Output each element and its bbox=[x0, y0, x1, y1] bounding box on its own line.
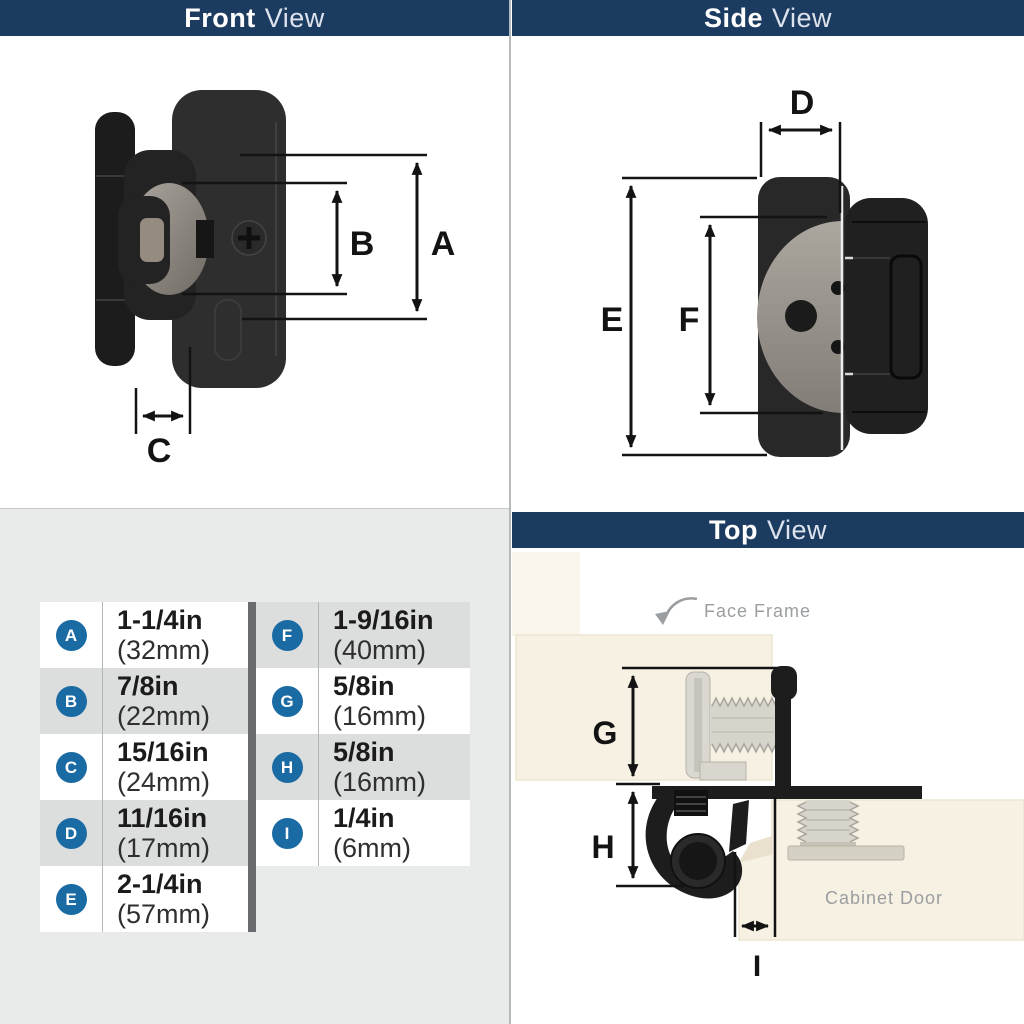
table-row-h: H 5/8in(16mm) bbox=[256, 734, 470, 800]
door-wing-bar bbox=[652, 786, 922, 799]
dim-badge-h: H bbox=[271, 751, 303, 783]
value-mm: (17mm) bbox=[117, 833, 210, 863]
dim-badge-i: I bbox=[271, 817, 303, 849]
dim-label-h: H bbox=[591, 829, 614, 865]
value-mm: (22mm) bbox=[117, 701, 210, 731]
table-row-b: B 7/8in(22mm) bbox=[40, 668, 248, 734]
value-mm: (6mm) bbox=[333, 833, 411, 863]
dim-badge-g: G bbox=[271, 685, 303, 717]
knuckle-pin-housing bbox=[889, 254, 923, 380]
dim-label-i: I bbox=[753, 950, 761, 983]
hinge-mount-plate bbox=[172, 90, 286, 388]
table-row-d: D 11/16in(17mm) bbox=[40, 800, 248, 866]
value-mm: (57mm) bbox=[117, 899, 210, 929]
dimension-table-group-2: F 1-9/16in(40mm) G 5/8in(16mm) H 5/8in(1… bbox=[256, 602, 470, 866]
dimension-table-group-1: A 1-1/4in(32mm) B 7/8in(22mm) C 15/16in(… bbox=[40, 602, 248, 932]
table-row-e: E 2-1/4in(57mm) bbox=[40, 866, 248, 932]
dim-badge-f: F bbox=[271, 619, 303, 651]
face-frame-upper-block bbox=[512, 552, 580, 636]
cam-slot bbox=[140, 218, 164, 262]
side-knuckle bbox=[845, 198, 928, 434]
side-view-title-rest: View bbox=[771, 2, 833, 33]
table-row-i: I 1/4in(6mm) bbox=[256, 800, 470, 866]
dim-badge-b: B bbox=[55, 685, 87, 717]
front-view-header: Front View bbox=[0, 0, 509, 36]
side-view-title-bold: Side bbox=[703, 2, 763, 33]
value-inches: 1-9/16in bbox=[333, 605, 434, 635]
top-view-header: Top View bbox=[512, 512, 1024, 548]
badge-letter: F bbox=[281, 625, 293, 645]
door-clamp-washer bbox=[787, 845, 905, 861]
side-dimension-lines: D E F bbox=[601, 84, 842, 457]
badge-letter: C bbox=[64, 757, 78, 777]
badge-letter: I bbox=[284, 823, 290, 843]
side-view-drawing: D E F bbox=[601, 84, 928, 457]
badge-letter: H bbox=[280, 757, 294, 777]
front-view-title-rest: View bbox=[264, 2, 325, 33]
cabinet-door-label: Cabinet Door bbox=[825, 888, 943, 908]
quadrant-divider bbox=[509, 0, 511, 1024]
dim-badge-e: E bbox=[55, 883, 87, 915]
dim-badge-c: C bbox=[55, 751, 87, 783]
door-edge-chamfer bbox=[739, 836, 772, 862]
dim-badge-d: D bbox=[55, 817, 87, 849]
hinge-top-shape bbox=[645, 666, 922, 899]
top-view-title-rest: View bbox=[766, 514, 828, 545]
hinge-c-wrap bbox=[645, 792, 743, 899]
badge-letter: B bbox=[64, 691, 78, 711]
dim-label-f: F bbox=[679, 301, 700, 339]
value-inches: 15/16in bbox=[117, 737, 209, 767]
value-inches: 5/8in bbox=[333, 671, 395, 701]
frame-wing-plate bbox=[775, 670, 791, 794]
table-row-g: G 5/8in(16mm) bbox=[256, 668, 470, 734]
value-mm: (32mm) bbox=[117, 635, 210, 665]
value-mm: (24mm) bbox=[117, 767, 210, 797]
top-view-drawing: Face Frame Cabinet Door G H I bbox=[512, 552, 1024, 983]
dim-label-d: D bbox=[790, 84, 815, 122]
side-view-header: Side View bbox=[512, 0, 1024, 36]
top-dimension-lines: G H I bbox=[591, 666, 777, 983]
table-row-a: A 1-1/4in(32mm) bbox=[40, 602, 248, 668]
front-dimension-lines: A B C bbox=[134, 153, 456, 470]
value-inches: 7/8in bbox=[117, 671, 179, 701]
value-inches: 5/8in bbox=[333, 737, 395, 767]
cabinet-door-section bbox=[738, 799, 1024, 941]
dim-label-a: A bbox=[431, 225, 456, 263]
dim-label-b: B bbox=[350, 225, 375, 263]
face-frame-pointer-arrow bbox=[663, 597, 698, 619]
value-inches: 1/4in bbox=[333, 803, 395, 833]
table-row-c: C 15/16in(24mm) bbox=[40, 734, 248, 800]
badge-letter: G bbox=[280, 691, 294, 711]
value-inches: 2-1/4in bbox=[117, 869, 203, 899]
dim-label-g: G bbox=[593, 715, 618, 751]
table-group-divider bbox=[248, 602, 256, 932]
dim-label-c: C bbox=[147, 432, 172, 470]
dim-label-e: E bbox=[601, 301, 624, 339]
hinge-side-shape bbox=[757, 177, 928, 457]
badge-letter: D bbox=[64, 823, 78, 843]
badge-letter: E bbox=[65, 889, 77, 909]
brand-emboss bbox=[214, 299, 242, 361]
value-inches: 11/16in bbox=[117, 803, 208, 833]
face-frame-label: Face Frame bbox=[704, 601, 811, 621]
front-view-drawing: A B C bbox=[95, 90, 456, 470]
front-view-title-bold: Front bbox=[184, 2, 256, 33]
value-inches: 1-1/4in bbox=[117, 605, 203, 635]
adjust-screw-shaft bbox=[196, 220, 214, 258]
table-row-f: F 1-9/16in(40mm) bbox=[256, 602, 470, 668]
top-view-title-bold: Top bbox=[708, 514, 758, 545]
hinge-front-shape bbox=[95, 90, 286, 388]
dim-badge-a: A bbox=[55, 619, 87, 651]
cam-hole bbox=[785, 300, 817, 332]
cabinet-door-screw bbox=[787, 800, 905, 861]
face-frame-screw bbox=[685, 671, 777, 781]
dimension-table: A 1-1/4in(32mm) B 7/8in(22mm) C 15/16in(… bbox=[40, 602, 470, 932]
value-mm: (40mm) bbox=[333, 635, 426, 665]
value-mm: (16mm) bbox=[333, 701, 426, 731]
top-annotations: Face Frame Cabinet Door bbox=[655, 597, 943, 908]
value-mm: (16mm) bbox=[333, 767, 426, 797]
badge-letter: A bbox=[64, 625, 78, 645]
